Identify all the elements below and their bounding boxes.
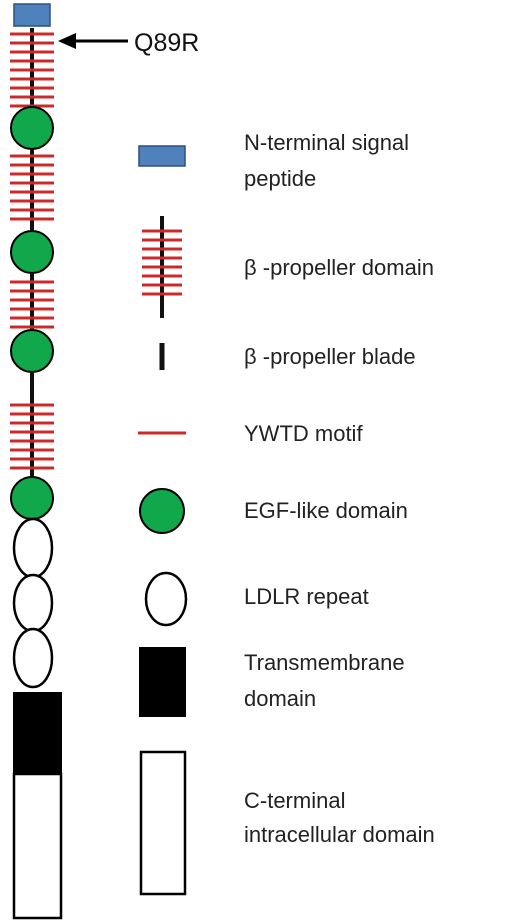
propeller-domain-2 — [10, 149, 54, 230]
ldlr-repeat-2 — [12, 573, 54, 633]
legend-signal-label-1: N-terminal signal — [244, 130, 409, 155]
egf-like-domain-1 — [10, 106, 54, 150]
propeller-domain-3 — [10, 273, 54, 330]
legend-egf-label: EGF-like domain — [244, 498, 408, 523]
egf-like-domain-4 — [10, 476, 54, 520]
legend-ldlr-swatch — [144, 571, 188, 627]
legend-egf-swatch — [139, 488, 185, 534]
legend-tm-label-2: domain — [244, 686, 316, 711]
legend: N-terminal signal peptide β -propeller d… — [138, 130, 435, 896]
protein-schematic — [10, 3, 63, 920]
legend-cterm-swatch — [139, 750, 187, 896]
egf-like-domain-2 — [10, 230, 54, 274]
legend-motif-label: YWTD motif — [244, 421, 363, 446]
mutation-label: Q89R — [134, 29, 199, 57]
legend-cterm-label-2: intracellular domain — [244, 822, 435, 847]
legend-cterm-label-1: C-terminal — [244, 788, 345, 813]
transmembrane-domain-shape — [13, 692, 62, 774]
legend-tm-label-1: Transmembrane — [244, 650, 405, 675]
ldlr-repeat-1 — [12, 517, 54, 579]
legend-signal-label-2: peptide — [244, 166, 316, 191]
arrow-head-icon — [58, 33, 76, 49]
egf-like-domain-3 — [10, 329, 54, 373]
legend-tm-swatch — [139, 647, 186, 717]
mutation-annotation: Q89R — [58, 29, 199, 57]
legend-ldlr-label: LDLR repeat — [244, 584, 369, 609]
ldlr-repeat-3 — [12, 627, 54, 689]
signal-peptide-shape — [13, 3, 51, 27]
legend-propeller-label: β -propeller domain — [244, 255, 434, 280]
legend-signal-swatch — [138, 145, 186, 167]
propeller-domain-1 — [10, 28, 54, 108]
legend-blade-label: β -propeller blade — [244, 344, 416, 369]
c-terminal-domain-shape — [12, 772, 63, 920]
propeller-domain-4 — [10, 372, 54, 478]
legend-propeller-swatch — [142, 216, 182, 318]
